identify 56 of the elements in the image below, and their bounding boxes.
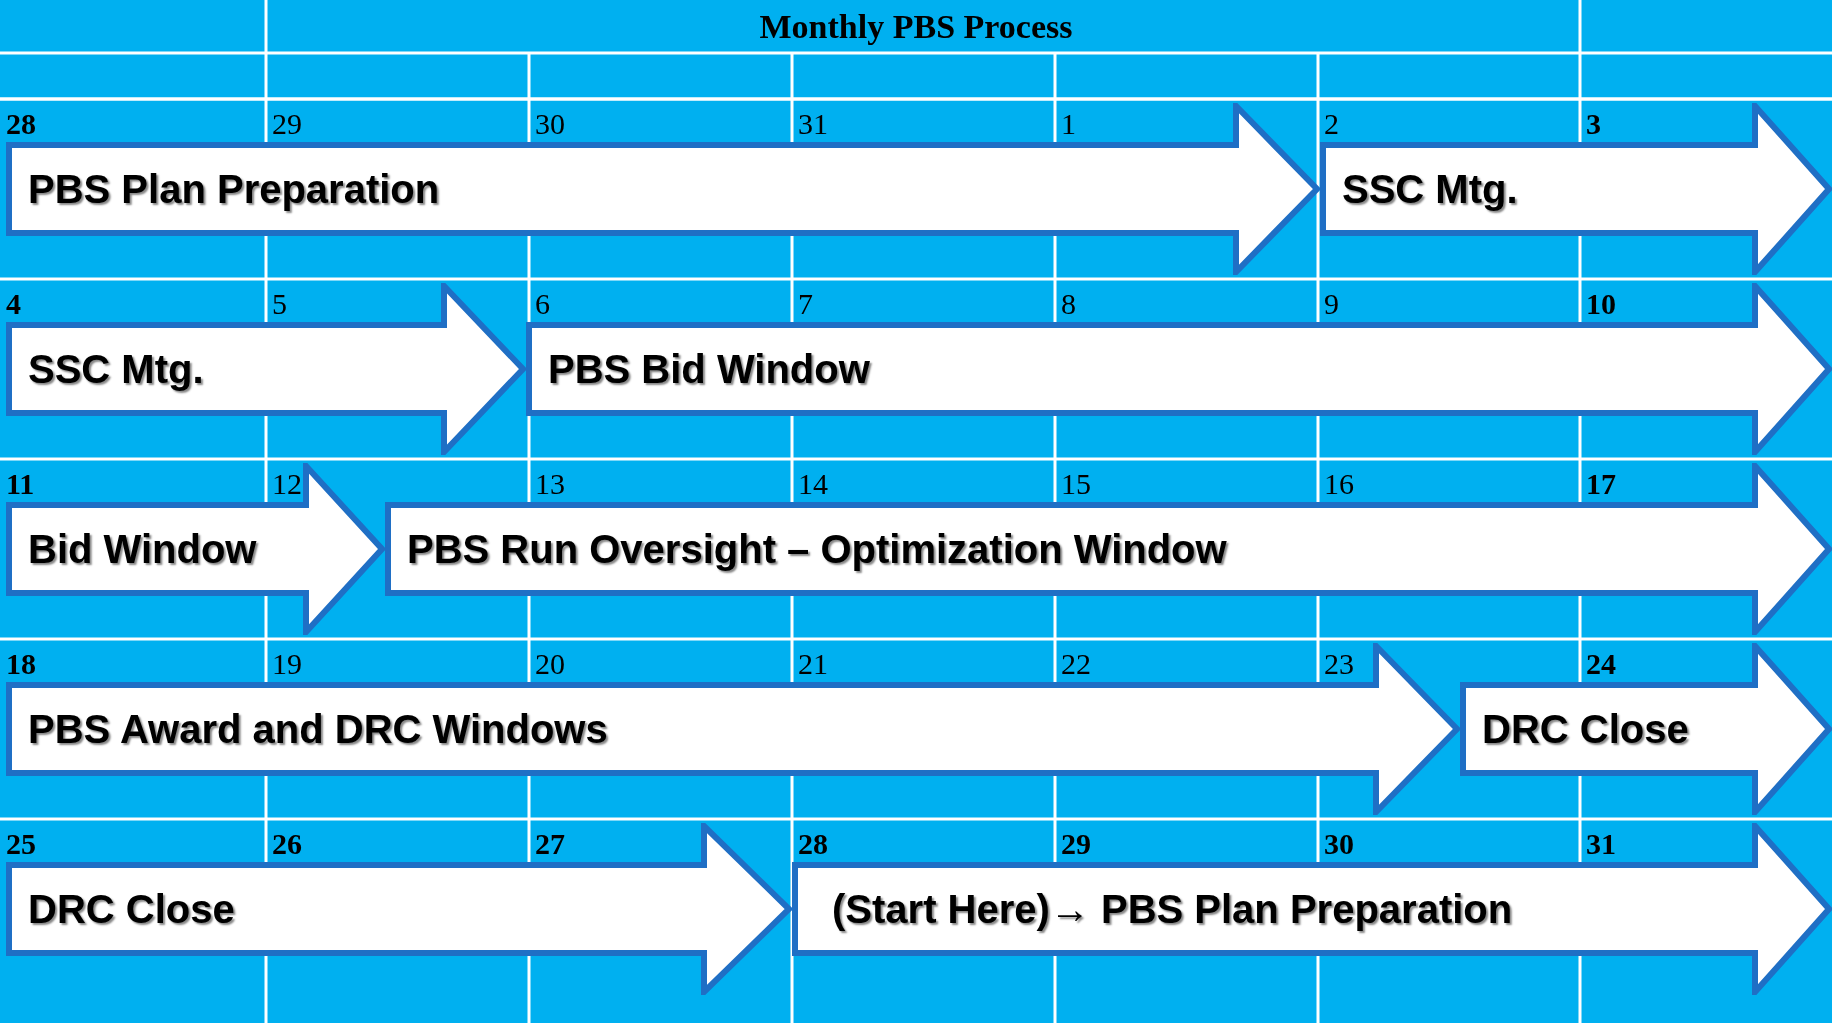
day-number: 19 [272, 649, 302, 679]
day-number: 6 [535, 289, 550, 319]
phase-label: PBS Run Oversight – Optimization Window [407, 529, 1227, 569]
day-number: 9 [1324, 289, 1339, 319]
day-number: 2 [1324, 109, 1339, 139]
day-number: 4 [6, 289, 21, 319]
day-number: 12 [272, 469, 302, 499]
day-number: 13 [535, 469, 565, 499]
phase-label: SSC Mtg. [28, 349, 204, 389]
title: Monthly PBS Process [758, 7, 1074, 47]
day-number: 5 [272, 289, 287, 319]
day-number: 29 [1061, 829, 1091, 859]
day-number: 1 [1061, 109, 1076, 139]
day-number: 11 [6, 469, 35, 499]
day-number: 29 [272, 109, 302, 139]
phase-label: PBS Award and DRC Windows [28, 709, 608, 749]
day-number: 28 [6, 109, 36, 139]
day-number: 27 [535, 829, 565, 859]
pointed-phase-banner [6, 283, 526, 455]
pointed-phase-banner [1320, 103, 1832, 275]
phase-label: SSC Mtg. [1342, 169, 1518, 209]
day-number: 3 [1586, 109, 1601, 139]
day-number: 15 [1061, 469, 1091, 499]
day-number: 20 [535, 649, 565, 679]
day-number: 23 [1324, 649, 1354, 679]
day-number: 21 [798, 649, 828, 679]
day-number: 8 [1061, 289, 1076, 319]
day-number: 30 [1324, 829, 1354, 859]
pointed-phase-banner [385, 463, 1832, 635]
pointed-phase-banner [6, 643, 1460, 815]
day-number: 24 [1586, 649, 1616, 679]
phase-label: Bid Window [28, 529, 257, 569]
pointed-phase-banner [792, 823, 1832, 995]
phase-label: PBS Bid Window [548, 349, 870, 389]
day-number: 10 [1586, 289, 1616, 319]
phase-label: (Start Here)→ PBS Plan Preparation [832, 889, 1513, 929]
phase-label: DRC Close [1482, 709, 1689, 749]
pointed-phase-banner [1460, 643, 1832, 815]
day-number: 30 [535, 109, 565, 139]
pointed-phase-banner [6, 103, 1320, 275]
day-number: 7 [798, 289, 813, 319]
day-number: 26 [272, 829, 302, 859]
phase-label: DRC Close [28, 889, 235, 929]
day-number: 18 [6, 649, 36, 679]
pointed-phase-banner [526, 283, 1832, 455]
day-number: 14 [798, 469, 828, 499]
day-number: 25 [6, 829, 36, 859]
phase-label: PBS Plan Preparation [28, 169, 440, 209]
day-number: 31 [798, 109, 828, 139]
day-number: 28 [798, 829, 828, 859]
day-number: 16 [1324, 469, 1354, 499]
day-number: 17 [1586, 469, 1616, 499]
pointed-phase-banner [6, 823, 792, 995]
pointed-phase-banner [6, 463, 385, 635]
day-number: 31 [1586, 829, 1616, 859]
day-number: 22 [1061, 649, 1091, 679]
